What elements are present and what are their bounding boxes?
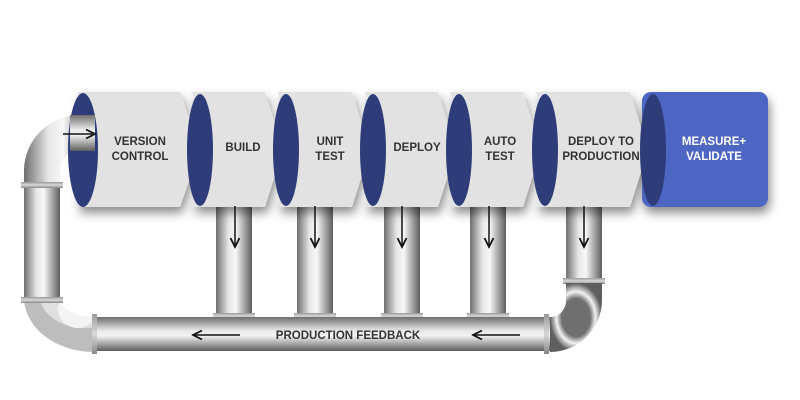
stages <box>78 92 768 207</box>
stage-build-shape <box>192 92 283 207</box>
stage-label-measure-1: MEASURE+ <box>682 136 747 148</box>
stage-label-auto-test-1: AUTO <box>484 136 516 148</box>
drop-pipe-build <box>216 200 252 315</box>
stage-label-deploy-production-2: PRODUCTION <box>562 151 639 163</box>
drop-pipes <box>213 200 605 319</box>
feedback-label: PRODUCTION FEEDBACK <box>276 330 421 342</box>
stage-label-version-control-1: VERSION <box>114 136 166 148</box>
stage-deploy-shape <box>365 92 456 207</box>
stage-label-deploy-production-1: DEPLOY TO <box>568 136 634 148</box>
stage-unit-test-shape <box>278 92 370 207</box>
stage-label-build: BUILD <box>225 142 260 154</box>
stage-measure-validate-shape <box>642 92 768 207</box>
stage-deploy-production-shape <box>536 92 648 207</box>
stage-label-version-control-2: CONTROL <box>112 151 169 163</box>
stage-label-auto-test-2: TEST <box>485 151 514 163</box>
stage-label-measure-2: VALIDATE <box>686 151 742 163</box>
down-arrows <box>235 206 584 247</box>
stage-auto-test-shape <box>450 92 541 207</box>
openings <box>68 93 666 207</box>
stage-version-control-shape <box>78 92 200 207</box>
stage-label-unit-test-2: TEST <box>315 151 344 163</box>
stage-label-deploy: DEPLOY <box>393 142 441 154</box>
drop-pipe-auto-test <box>470 200 506 315</box>
stage-label-unit-test-1: UNIT <box>317 136 344 148</box>
